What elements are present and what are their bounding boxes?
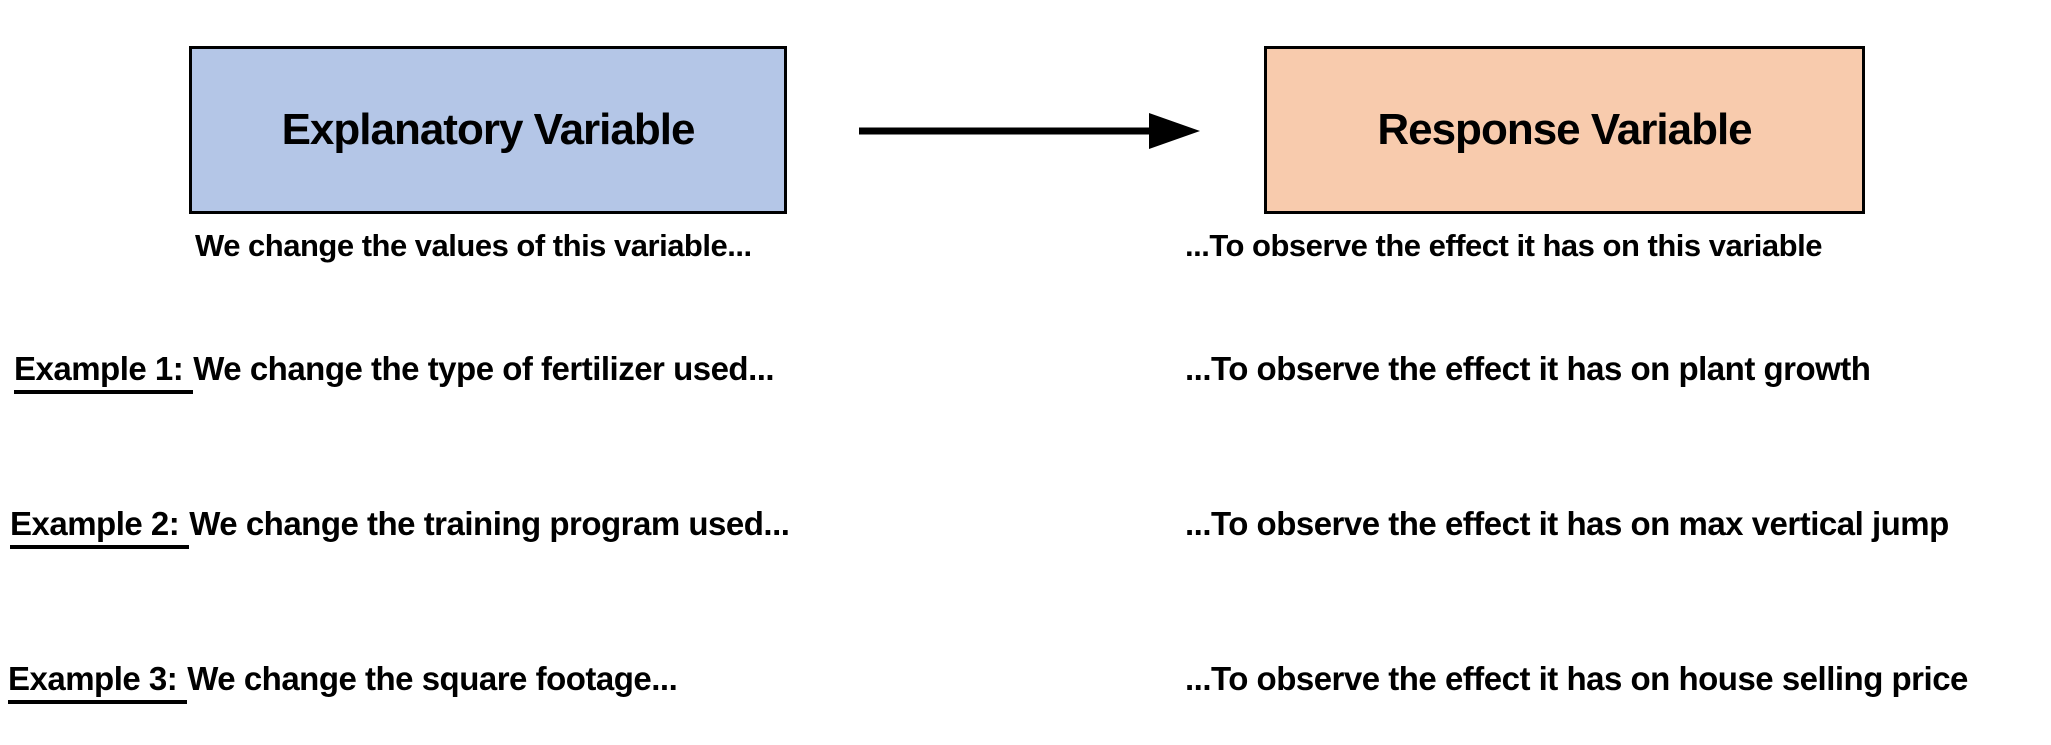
example-2-effect: ...To observe the effect it has on max v… [1185,505,1949,542]
response-variable-label: Response Variable [1377,105,1752,154]
example-2-label: Example 2: [10,505,190,549]
response-variable-box: Response Variable [1264,46,1865,214]
response-caption: ...To observe the effect it has on this … [1185,228,1822,263]
explanatory-variable-label: Explanatory Variable [281,105,696,154]
example-3-cause: Example 3:We change the square footage..… [8,660,678,704]
example-1-label: Example 1: [14,350,194,394]
example-3-effect: ...To observe the effect it has on house… [1185,660,1968,697]
example-3-label: Example 3: [8,660,188,704]
example-1-cause-text: We change the type of fertilizer used... [193,350,775,387]
example-1-cause: Example 1:We change the type of fertiliz… [14,350,775,394]
cause-effect-arrow-icon [859,113,1200,149]
example-3-cause-text: We change the square footage... [187,660,678,697]
example-1-effect: ...To observe the effect it has on plant… [1185,350,1871,387]
example-2-cause: Example 2:We change the training program… [10,505,790,549]
example-2-cause-text: We change the training program used... [189,505,790,542]
explanatory-caption: We change the values of this variable... [195,228,752,263]
explanatory-variable-box: Explanatory Variable [189,46,787,214]
